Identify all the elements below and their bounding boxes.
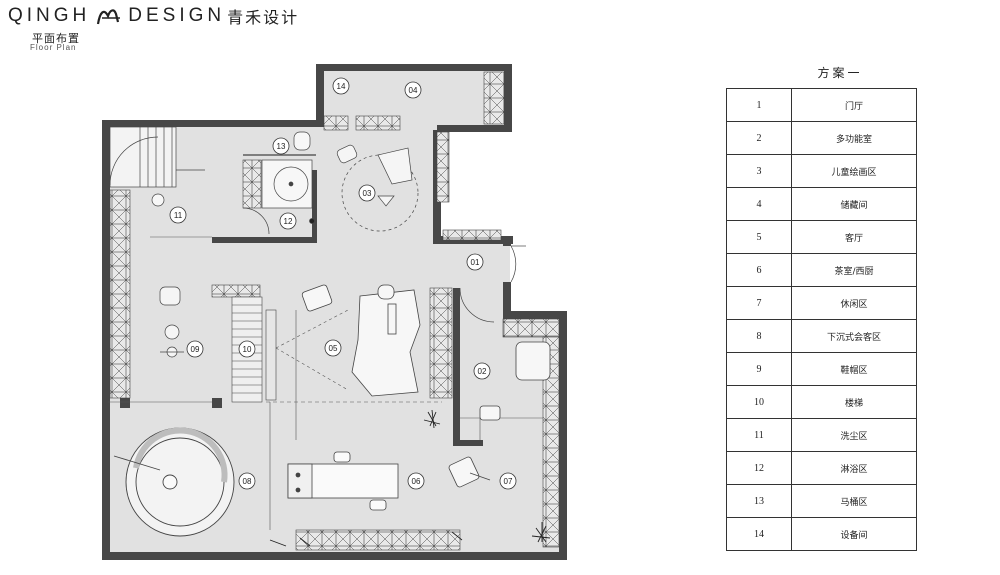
legend-room-name: 下沉式会客区 [791,319,917,353]
legend-number: 10 [726,385,792,419]
legend-title: 方案一 [817,66,863,80]
svg-text:02: 02 [478,367,487,376]
lounge-chairs [448,341,551,488]
legend-number: 7 [726,286,792,320]
room-marker-07: 07 [499,472,517,490]
svg-text:11: 11 [174,211,183,220]
svg-text:03: 03 [363,189,372,198]
legend-room-name: 儿童绘画区 [791,154,917,188]
room-marker-13: 13 [272,137,290,155]
brand-mark-icon [97,9,121,25]
room-marker-02: 02 [473,362,491,380]
svg-text:06: 06 [412,477,421,486]
room-marker-14: 14 [332,77,350,95]
svg-text:12: 12 [284,217,293,226]
floor-area [108,70,562,553]
legend-room-name: 多功能室 [791,121,917,155]
legend-number: 9 [726,352,792,386]
brand-chinese-text: 青禾设计 [227,8,300,27]
legend-number: 14 [726,517,792,551]
legend-number: 8 [726,319,792,353]
doors [242,207,526,323]
legend-room-name: 洗尘区 [791,418,917,452]
svg-text:05: 05 [329,344,338,353]
brand-right-text: DESIGN [128,5,226,26]
bathroom-fixtures [151,131,316,224]
svg-text:01: 01 [471,258,480,267]
legend-room-name: 门厅 [791,88,917,122]
legend-number: 3 [726,154,792,188]
legend-number: 6 [726,253,792,287]
legend-room-name: 储藏间 [791,187,917,221]
svg-text:07: 07 [504,477,513,486]
room-marker-12: 12 [279,212,297,230]
svg-text:04: 04 [409,86,418,95]
brand-left-text: QINGH [8,5,91,26]
dining-table [287,451,399,511]
legend-room-name: 淋浴区 [791,451,917,485]
svg-text:08: 08 [243,477,252,486]
room-marker-03: 03 [358,184,376,202]
svg-text:13: 13 [277,142,286,151]
plan-title: 平面布置 [32,32,80,45]
legend-number: 12 [726,451,792,485]
svg-text:09: 09 [191,345,200,354]
room-marker-04: 04 [404,81,422,99]
staircase-upper [109,126,205,188]
room-marker-08: 08 [238,472,256,490]
legend-number: 1 [726,88,792,122]
legend-room-name: 客厅 [791,220,917,254]
svg-text:10: 10 [243,345,252,354]
built-in-cabinets [109,71,560,551]
painting-area [336,144,419,232]
room-marker-11: 11 [169,206,187,224]
plants [269,409,551,547]
room-marker-10: 10 [238,340,256,358]
plan-subtitle: Floor Plan [30,43,77,52]
legend-room-name: 楼梯 [791,385,917,419]
legend-room-name: 休闲区 [791,286,917,320]
svg-text:14: 14 [337,82,346,91]
sofa-group [301,284,421,397]
guide-lines [108,236,543,530]
room-marker-06: 06 [407,472,425,490]
legend-number: 5 [726,220,792,254]
legend-room-name: 鞋帽区 [791,352,917,386]
brand-logo: QINGH DESIGN 青禾设计 [8,4,299,28]
legend-number: 4 [726,187,792,221]
room-marker-01: 01 [466,253,484,271]
room-marker-05: 05 [324,339,342,357]
legend-number: 13 [726,484,792,518]
shoe-area-furniture [159,286,184,358]
sunken-lounge [113,427,235,537]
room-marker-09: 09 [186,340,204,358]
legend-room-name: 茶室/西厨 [791,253,917,287]
legend-number: 2 [726,121,792,155]
room-markers: 01 02 03 04 05 06 07 08 09 10 11 12 13 1… [169,77,517,490]
legend-number: 11 [726,418,792,452]
legend-room-name: 马桶区 [791,484,917,518]
legend-room-name: 设备间 [791,517,917,551]
